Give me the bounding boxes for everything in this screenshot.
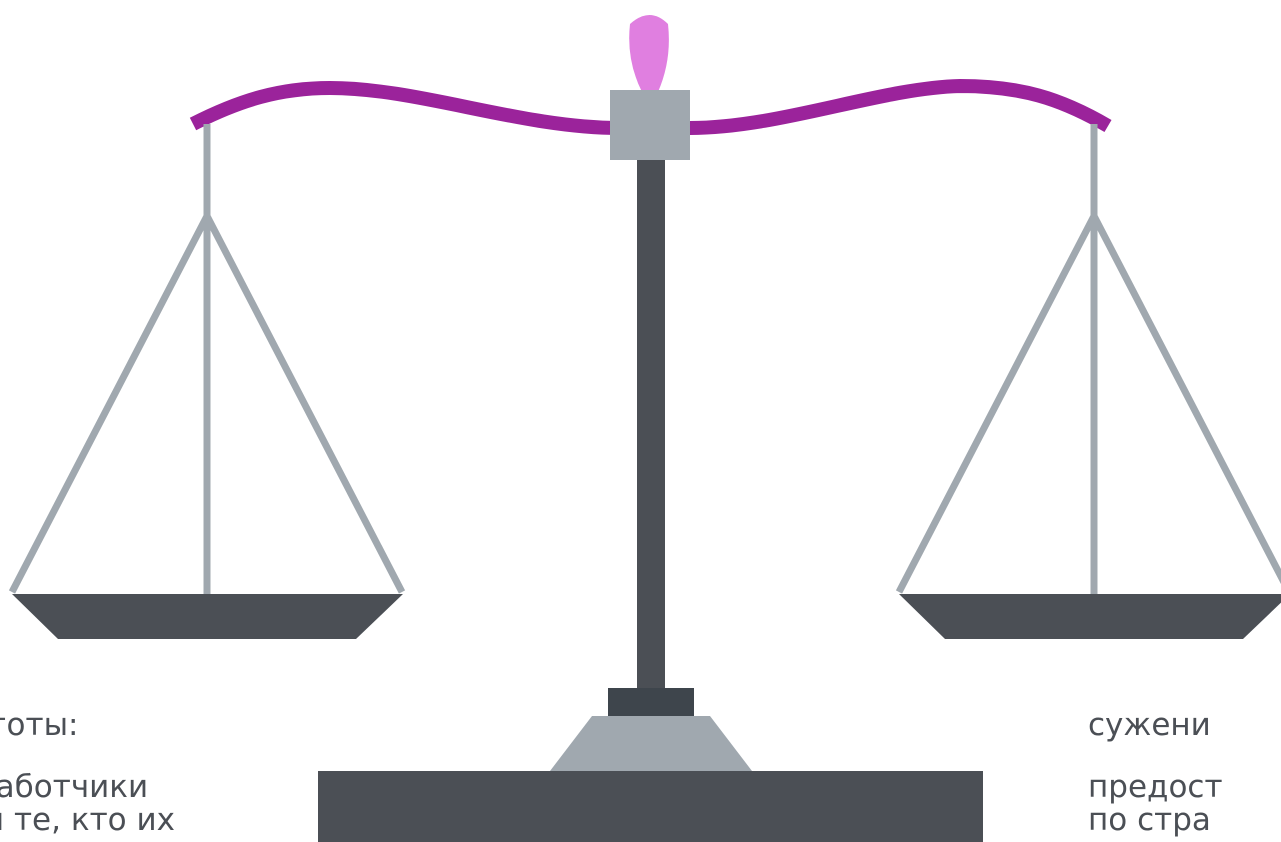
- beam-hub: [610, 90, 690, 160]
- right-pan-assembly: [899, 124, 1281, 639]
- left-caption-line: работчики: [0, 770, 148, 804]
- pole-collar: [608, 688, 694, 716]
- left-pan: [12, 594, 403, 639]
- finial-knob: [629, 15, 669, 92]
- left-caption-line: и те, кто их: [0, 803, 175, 837]
- right-caption-heading: сужени: [1088, 708, 1211, 742]
- right-pan: [899, 594, 1281, 639]
- left-pan-assembly: [12, 124, 403, 639]
- left-caption-heading: ьготы:: [0, 708, 79, 742]
- base-riser: [550, 716, 752, 771]
- central-pole: [637, 160, 665, 690]
- right-caption-line: предост: [1088, 770, 1223, 804]
- right-caption-line: по стра: [1088, 803, 1211, 837]
- base-plinth: [318, 771, 983, 842]
